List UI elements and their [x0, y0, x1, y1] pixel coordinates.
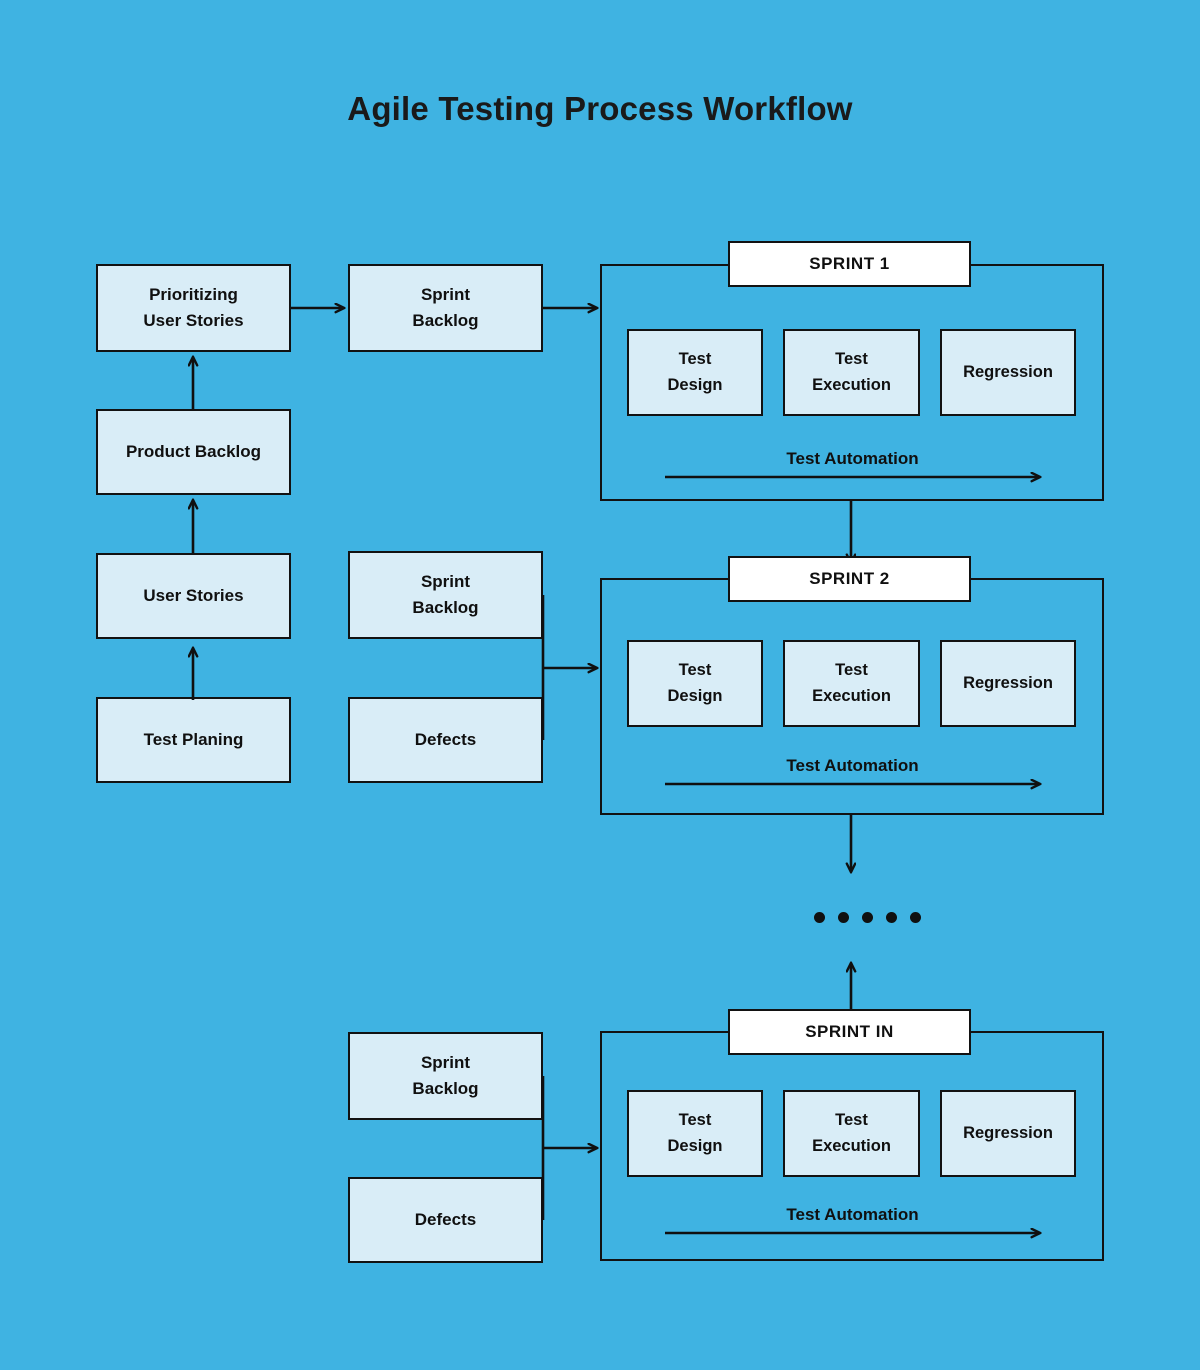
sprint-in-test-automation-label: Test Automation	[786, 1205, 919, 1224]
sprint-in-label: SPRINT IN	[728, 1009, 971, 1055]
box-sprintin-defects[interactable]: Defects	[348, 1177, 543, 1263]
box-sprintin-backlog[interactable]: Sprint Backlog	[348, 1032, 543, 1120]
page-title: Agile Testing Process Workflow	[347, 90, 853, 127]
sprint-1-test-automation-label: Test Automation	[786, 449, 919, 468]
sprint-in-stage-test-design[interactable]: Test Design	[627, 1090, 763, 1177]
sprint-2-stage-regression[interactable]: Regression	[940, 640, 1076, 727]
ellipsis-dots	[814, 912, 921, 923]
box-user-stories[interactable]: User Stories	[96, 553, 291, 639]
sprint-2-test-automation-label: Test Automation	[786, 756, 919, 775]
sprint-1-stage-test-design[interactable]: Test Design	[627, 329, 763, 416]
sprint-1-label: SPRINT 1	[728, 241, 971, 287]
dot-icon	[910, 912, 921, 923]
sprint-1-stage-test-execution[interactable]: Test Execution	[783, 329, 920, 416]
box-sprint2-defects[interactable]: Defects	[348, 697, 543, 783]
sprint-2-stage-test-design[interactable]: Test Design	[627, 640, 763, 727]
dot-icon	[814, 912, 825, 923]
sprint-1-stage-regression[interactable]: Regression	[940, 329, 1076, 416]
sprint-in-stage-test-execution[interactable]: Test Execution	[783, 1090, 920, 1177]
dot-icon	[886, 912, 897, 923]
sprint-in-stage-regression[interactable]: Regression	[940, 1090, 1076, 1177]
box-test-planing[interactable]: Test Planing	[96, 697, 291, 783]
box-sprint2-backlog[interactable]: Sprint Backlog	[348, 551, 543, 639]
box-product-backlog[interactable]: Product Backlog	[96, 409, 291, 495]
dot-icon	[838, 912, 849, 923]
dot-icon	[862, 912, 873, 923]
sprint-2-stage-test-execution[interactable]: Test Execution	[783, 640, 920, 727]
box-sprint1-backlog[interactable]: Sprint Backlog	[348, 264, 543, 352]
sprint-2-label: SPRINT 2	[728, 556, 971, 602]
box-prioritizing-user-stories[interactable]: Prioritizing User Stories	[96, 264, 291, 352]
